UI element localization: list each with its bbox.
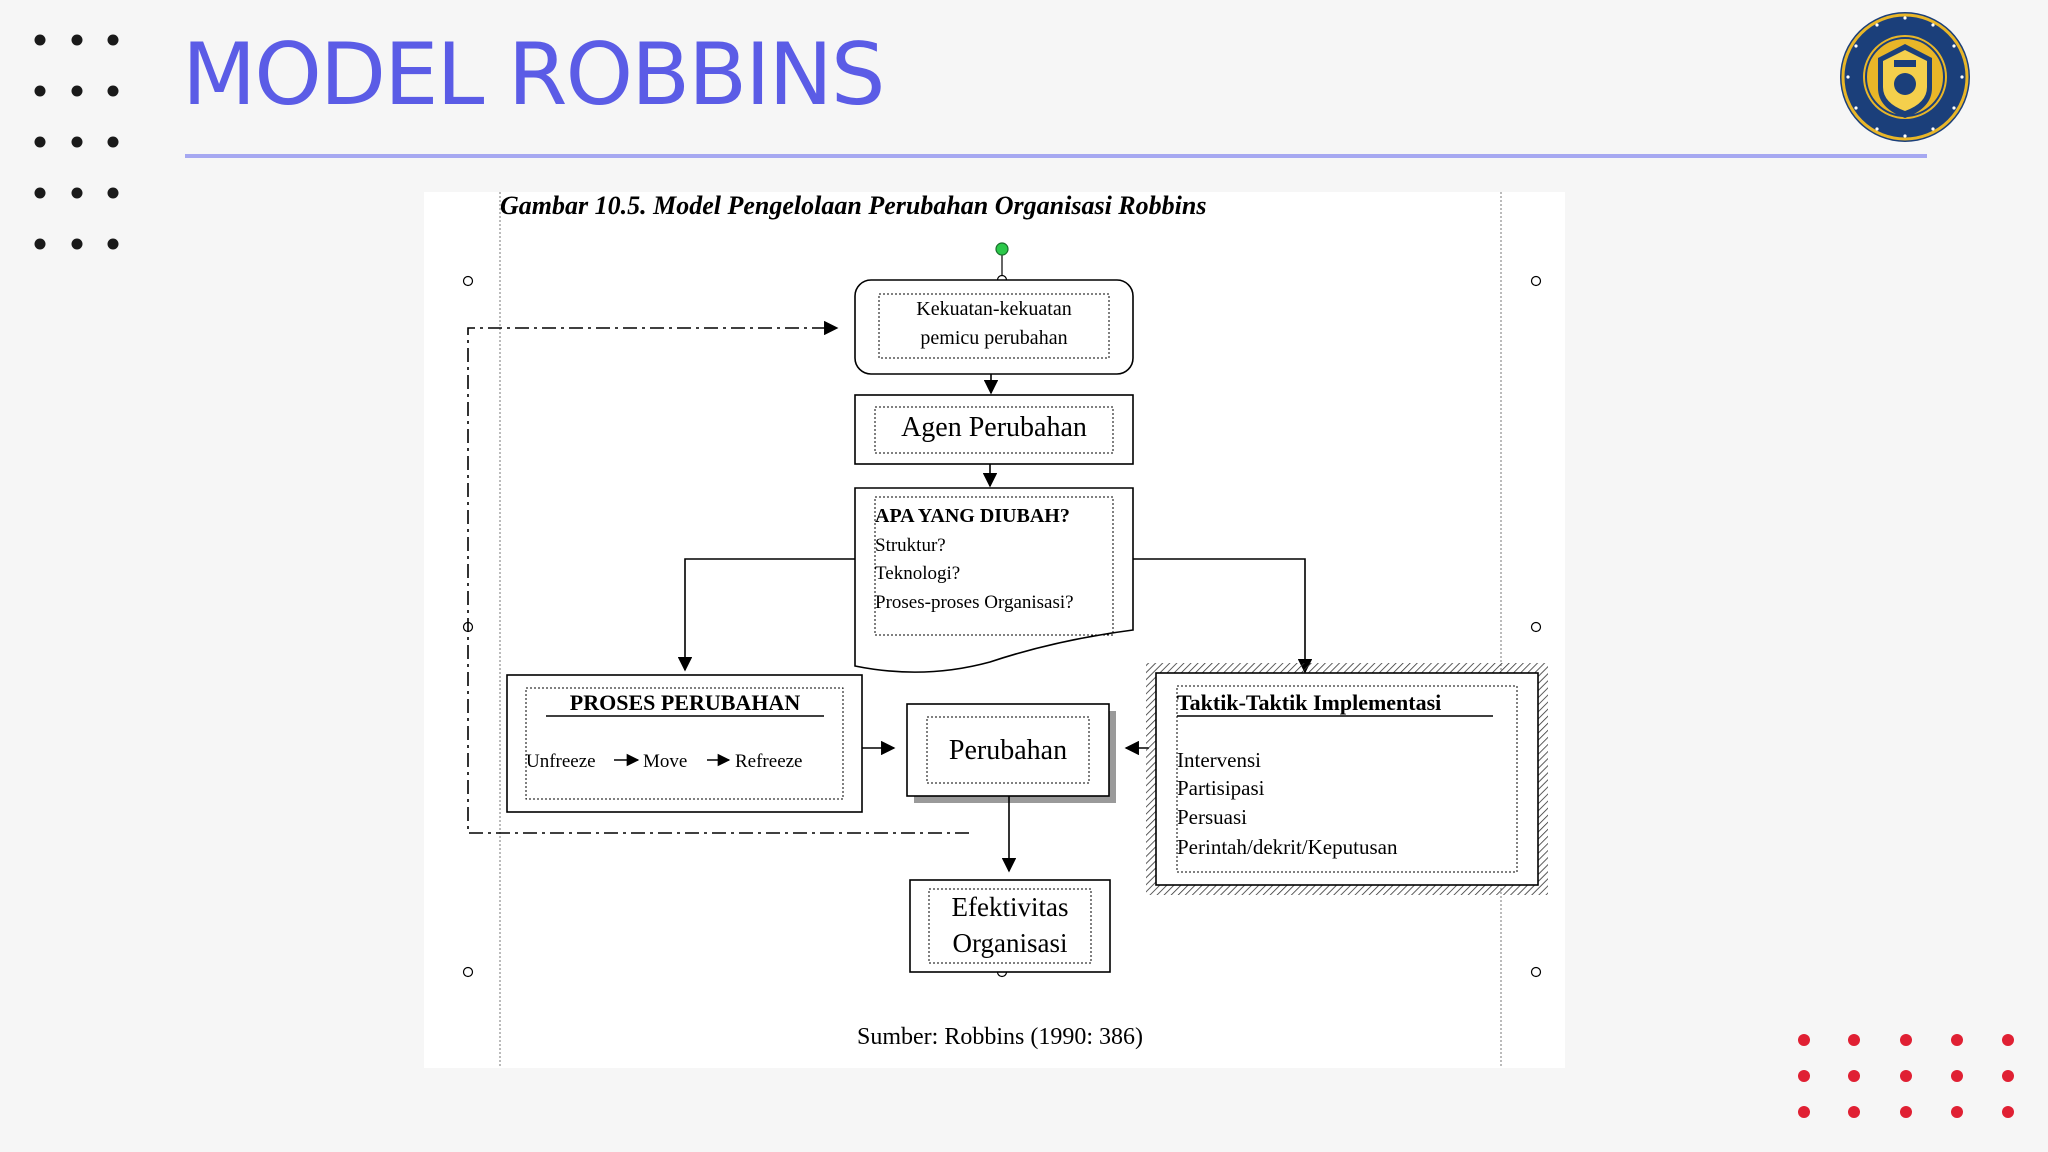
box-agent-label: Agen Perubahan [901, 412, 1087, 443]
tactic-item-2: Partisipasi [1177, 776, 1265, 800]
university-seal-icon [1840, 12, 1970, 142]
rotation-handle [995, 242, 1009, 256]
process-step-unfreeze: Unfreeze [526, 751, 596, 772]
figure-source: Sumber: Robbins (1990: 386) [857, 1024, 1143, 1050]
box-forces [854, 279, 1134, 375]
box-what-item-3: Proses-proses Organisasi? [875, 592, 1074, 613]
box-tactics-heading: Taktik-Taktik Implementasi [1177, 690, 1441, 715]
box-effectiveness-line2: Organisasi [953, 928, 1068, 958]
tactic-item-4: Perintah/dekrit/Keputusan [1177, 835, 1398, 859]
decorative-dot-grid-bottom-right [1798, 1034, 2014, 1118]
box-change [906, 703, 1110, 797]
box-process-heading: PROSES PERUBAHAN [570, 690, 801, 715]
robbins-model-diagram: Gambar 10.5. Model Pengelolaan Perubahan… [424, 192, 1565, 1068]
box-agent [854, 394, 1134, 465]
tactic-item-1: Intervensi [1177, 748, 1261, 772]
box-what-item-2: Teknologi? [875, 563, 960, 584]
tactic-item-3: Persuasi [1177, 805, 1247, 829]
box-forces-line1: Kekuatan-kekuatan [916, 298, 1071, 320]
figure-caption: Gambar 10.5. Model Pengelolaan Perubahan… [500, 192, 1206, 220]
box-change-label: Perubahan [949, 735, 1067, 766]
slide-title: MODEL ROBBINS [182, 25, 885, 125]
feedback-loop-arrow [467, 320, 969, 834]
box-effectiveness-line1: Efektivitas [952, 892, 1069, 922]
box-process [506, 674, 863, 813]
arrow-to-process [677, 558, 855, 672]
decorative-dot-grid-top-left [34, 34, 119, 250]
box-what-to-change [854, 487, 1134, 673]
process-step-move: Move [643, 751, 687, 772]
box-forces-line2: pemicu perubahan [920, 327, 1067, 349]
title-divider [185, 154, 1927, 158]
box-what-heading: APA YANG DIUBAH? [875, 505, 1070, 527]
process-step-refreeze: Refreeze [735, 751, 803, 772]
box-tactics [1155, 672, 1539, 886]
box-what-item-1: Struktur? [875, 535, 946, 556]
box-effectiveness [909, 879, 1111, 973]
arrow-to-tactics [1133, 558, 1313, 674]
